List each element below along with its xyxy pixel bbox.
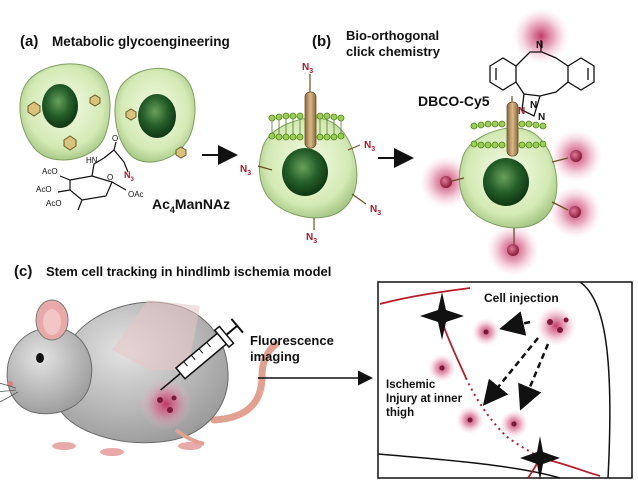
ischemic-label-line1: Ischemic xyxy=(386,379,436,391)
azide-label-top: N3 xyxy=(302,62,313,75)
acetyl-label-1: AcO xyxy=(42,167,58,176)
panel-b-title-line2: click chemistry xyxy=(346,44,441,59)
azide-label-left: N3 xyxy=(240,164,251,177)
whiskers-icon xyxy=(0,382,19,403)
mouse-head xyxy=(6,327,93,415)
cy5-dye-icon xyxy=(569,206,581,218)
nucleus-icon xyxy=(282,148,328,196)
cy5-dye-icon xyxy=(507,244,519,256)
triazole-n-label-2: N xyxy=(518,106,525,117)
cy5-dye-icon xyxy=(440,176,452,188)
imaging-label-line1: Fluorescence xyxy=(250,333,334,348)
panel-a-letter: (a) xyxy=(20,33,38,50)
panel-c-letter: (c) xyxy=(14,263,32,280)
carbonyl-o-label: O xyxy=(112,134,118,143)
nucleus-icon xyxy=(42,84,78,128)
panel-c-title: Stem cell tracking in hindlimb ischemia … xyxy=(46,264,331,279)
panel-a-title: Metabolic glycoengineering xyxy=(52,34,230,49)
amide-nh-label: HN xyxy=(86,156,98,165)
triazole-n-label-3: N xyxy=(538,112,545,123)
sugar-hexagon-icon xyxy=(63,135,77,151)
mouse-tail xyxy=(210,340,280,424)
imaging-label-line2: imaging xyxy=(250,349,300,364)
sugar-hexagon-icon xyxy=(27,101,41,117)
plain-cell-left xyxy=(19,63,111,161)
syringe-icon xyxy=(160,318,244,391)
dye-linkers-icon xyxy=(451,157,569,244)
ligation-star-icon xyxy=(520,436,560,480)
nucleus-icon xyxy=(138,94,176,138)
azide-labeled-cell: N3 N3 N3 N3 N3 xyxy=(240,62,414,245)
mouse-eye xyxy=(36,353,44,363)
ring-oxygen-label: O xyxy=(107,173,113,182)
sugar-name-label: Ac4ManNAz xyxy=(152,196,230,215)
dbco-n-label: N xyxy=(536,40,543,51)
mouse-paw xyxy=(178,442,202,450)
glycoprotein-icon xyxy=(506,101,519,157)
azide-label-bottom: N3 xyxy=(306,232,317,245)
triazole-n-label-1: N xyxy=(530,100,537,111)
mouse-paw xyxy=(52,442,76,450)
ischemic-label-line2: Injury at inner xyxy=(386,393,463,405)
acetyl-label-2: AcO xyxy=(36,185,52,194)
mouse-paw xyxy=(100,448,124,456)
lipid-tails-icon xyxy=(271,119,342,134)
nucleus-icon xyxy=(483,158,529,206)
plain-cell-right xyxy=(114,67,196,163)
panel-a: (a) Metabolic glycoengineering xyxy=(19,33,238,215)
ligation-star-icon xyxy=(420,292,464,340)
panel-b-title-line1: Bio-orthogonal xyxy=(346,28,439,43)
azide-label-right: N3 xyxy=(364,140,375,153)
dbco-structure xyxy=(489,40,595,117)
panel-b: (b) Bio-orthogonal click chemistry N N N… xyxy=(312,8,602,276)
acetyl-label-4: OAc xyxy=(128,190,144,199)
injected-cells-glow xyxy=(536,306,576,346)
leg-outline xyxy=(579,281,611,479)
azide-sticks-icon xyxy=(257,144,367,230)
glycoprotein-icon xyxy=(304,91,317,149)
ischemic-label-line3: thigh xyxy=(386,407,414,419)
ac4mannaz-structure xyxy=(57,141,129,211)
sugar-hexagon-icon xyxy=(175,146,187,159)
sugar-hexagon-icon xyxy=(125,108,137,121)
imaging-light-cone xyxy=(112,300,200,370)
panel-c: (c) Stem cell tracking in hindlimb ische… xyxy=(0,263,633,480)
acetyl-label-3: AcO xyxy=(46,199,62,208)
membrane-lipids-icon xyxy=(268,112,345,141)
migration-arrows xyxy=(482,311,550,411)
azide-label-lower-right: N3 xyxy=(370,204,381,217)
dbco-cy5-label: DBCO-Cy5 xyxy=(418,93,490,109)
membrane-lipids-icon xyxy=(470,120,547,149)
fluorescence-glow xyxy=(513,8,569,64)
fluorescence-glow xyxy=(140,378,192,430)
cy5-dye-icon xyxy=(570,150,582,162)
sugar-azide-label: N3 xyxy=(124,170,135,183)
cell-injection-label: Cell injection xyxy=(484,291,559,305)
panel-b-letter: (b) xyxy=(312,33,331,50)
sugar-hexagon-icon xyxy=(89,94,101,107)
